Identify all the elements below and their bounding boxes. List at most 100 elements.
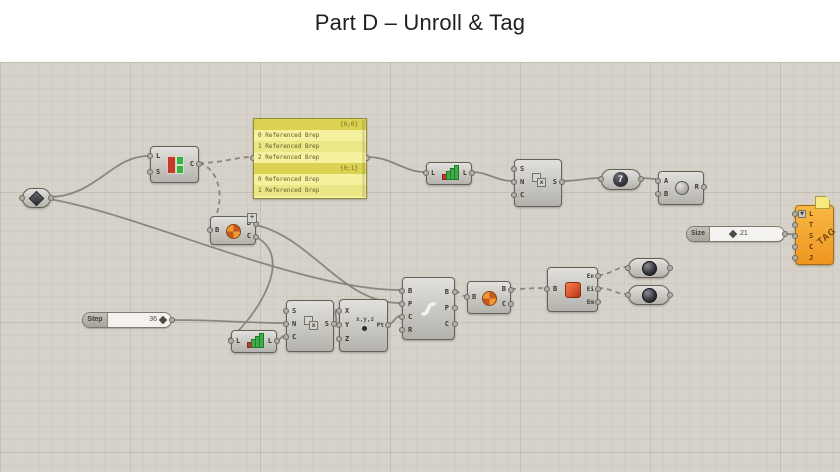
division-component[interactable]: A B R	[655, 171, 707, 205]
input-nub[interactable]	[423, 170, 429, 176]
list-length-icon	[247, 333, 264, 348]
geometry-param[interactable]	[19, 188, 54, 208]
output-nub[interactable]	[595, 286, 601, 292]
input-nub[interactable]	[283, 334, 289, 340]
series-bottom[interactable]: S N C S x	[283, 300, 337, 352]
wire-partition-to-panel[interactable]	[198, 156, 252, 164]
input-nub[interactable]	[655, 178, 661, 184]
input-nub[interactable]	[399, 301, 405, 307]
list-length-top[interactable]: L L	[423, 162, 475, 185]
wire-listlength-to-series[interactable]	[471, 171, 513, 182]
input-nub[interactable]	[19, 195, 25, 201]
wire-partition-to-unrollplus[interactable]	[198, 162, 221, 231]
wire-panel-to-listlength[interactable]	[366, 156, 425, 173]
input-nub[interactable]	[625, 292, 631, 298]
input-nub[interactable]	[283, 321, 289, 327]
input-nub[interactable]	[336, 336, 342, 342]
output-nub[interactable]	[196, 161, 202, 167]
input-label: B	[215, 226, 220, 234]
construct-point-component[interactable]: X Y Z Pt x,y,z	[336, 299, 391, 352]
wire-step-to-seriesbottom[interactable]	[173, 319, 285, 324]
curve-param-bottom[interactable]	[625, 285, 673, 305]
size-slider[interactable]: Size 21	[686, 226, 788, 242]
input-nub[interactable]	[147, 169, 153, 175]
grasshopper-canvas[interactable]: L S C B B C + {0;0} 0 Referenced Brep 1 …	[0, 62, 840, 472]
output-nub[interactable]	[508, 301, 514, 307]
output-label: B	[501, 285, 506, 293]
input-nub[interactable]	[792, 211, 798, 217]
list-length-bottom[interactable]: L L	[228, 330, 280, 353]
partition-component[interactable]: L S C	[147, 146, 202, 183]
wire-edges-to-curve1[interactable]	[597, 266, 627, 276]
slider-label: Size	[687, 227, 710, 241]
wire-unrollplus-c-to-listlength[interactable]	[227, 236, 274, 341]
output-nub[interactable]	[169, 317, 175, 323]
list-length-icon	[442, 165, 459, 180]
balloon-tab[interactable]	[815, 196, 830, 209]
input-nub[interactable]	[792, 244, 798, 250]
step-slider[interactable]: Step 36	[82, 312, 175, 328]
output-nub[interactable]	[701, 184, 707, 190]
slider-knob[interactable]	[158, 315, 168, 325]
curve-param-top[interactable]	[625, 258, 673, 278]
output-nub[interactable]	[667, 265, 673, 271]
wire-brepcomp-to-edges[interactable]	[510, 287, 546, 290]
input-nub[interactable]	[625, 265, 631, 271]
input-nub[interactable]	[511, 166, 517, 172]
input-nub[interactable]	[336, 322, 342, 328]
integer-param-7[interactable]: 7	[598, 169, 644, 190]
input-nub[interactable]	[147, 153, 153, 159]
output-nub[interactable]	[782, 231, 788, 237]
output-nub[interactable]	[452, 289, 458, 295]
input-nub[interactable]	[207, 227, 213, 233]
input-nub[interactable]	[792, 233, 798, 239]
output-label: C	[189, 160, 194, 168]
output-nub[interactable]	[469, 170, 475, 176]
input-nub[interactable]	[399, 288, 405, 294]
input-nub[interactable]	[511, 179, 517, 185]
wire-edges-to-curve2[interactable]	[597, 287, 627, 295]
input-nub[interactable]	[792, 255, 798, 261]
unroll-component[interactable]: B P C R B P C	[399, 277, 458, 340]
input-nub[interactable]	[792, 222, 798, 228]
output-nub[interactable]	[638, 176, 644, 182]
plus-badge[interactable]: +	[247, 213, 257, 223]
output-nub[interactable]	[452, 305, 458, 311]
output-nub[interactable]	[595, 299, 601, 305]
output-nub[interactable]	[595, 273, 601, 279]
unroll-plus-component[interactable]: B B C +	[207, 213, 259, 245]
tag-component[interactable]: ▼ L T S C J TAG	[792, 196, 838, 265]
output-label: B	[444, 288, 449, 296]
wire-series-to-seven[interactable]	[561, 177, 600, 182]
input-nub[interactable]	[283, 308, 289, 314]
data-panel[interactable]: {0;0} 0 Referenced Brep 1 Referenced Bre…	[250, 118, 370, 199]
output-nub[interactable]	[385, 322, 391, 328]
series-top[interactable]: S N C S x	[511, 159, 565, 207]
brep-edges-component[interactable]: B En Ei Em	[544, 267, 601, 312]
brep-components[interactable]: B B C	[464, 281, 514, 314]
input-nub[interactable]	[399, 314, 405, 320]
output-nub[interactable]	[452, 321, 458, 327]
input-nub[interactable]	[399, 327, 405, 333]
output-nub[interactable]	[508, 287, 514, 293]
input-nub[interactable]	[336, 308, 342, 314]
wire-geo-to-unroll[interactable]	[48, 198, 401, 291]
input-nub[interactable]	[228, 338, 234, 344]
input-nub[interactable]	[544, 286, 550, 292]
wire-geo-to-partition[interactable]	[48, 155, 149, 198]
output-nub[interactable]	[48, 195, 54, 201]
output-nub[interactable]	[667, 292, 673, 298]
output-nub[interactable]	[253, 234, 259, 240]
output-nub[interactable]	[559, 179, 565, 185]
input-label: L	[236, 337, 241, 345]
flatten-icon[interactable]: ▼	[798, 210, 806, 218]
slider-knob[interactable]	[728, 229, 738, 239]
input-nub[interactable]	[598, 176, 604, 182]
panel-branch-header: {0;0}	[254, 119, 366, 130]
input-nub[interactable]	[511, 192, 517, 198]
wire-unrollplus-b-to-unroll[interactable]	[255, 224, 401, 304]
panel-scrollbar[interactable]	[362, 120, 365, 197]
input-nub[interactable]	[464, 294, 470, 300]
output-nub[interactable]	[274, 338, 280, 344]
input-nub[interactable]	[655, 191, 661, 197]
